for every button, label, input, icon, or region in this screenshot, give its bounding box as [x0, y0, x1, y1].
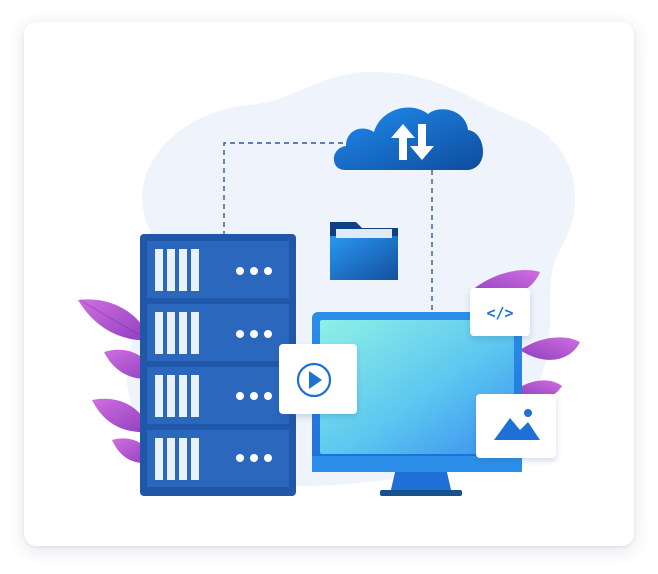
cloud-upload-download-icon: [333, 107, 484, 170]
play-icon: [296, 362, 332, 398]
code-card: [470, 288, 530, 336]
folder-icon: [330, 222, 398, 280]
server-unit: [147, 430, 289, 487]
image-card: [476, 394, 556, 458]
code-icon: </>: [486, 304, 513, 322]
play-card: [279, 344, 357, 414]
server-rack-icon: [140, 234, 296, 496]
monitor-icon: [312, 312, 522, 496]
dashed-connector-lines: [223, 142, 433, 312]
server-unit: [147, 367, 289, 424]
server-unit: [147, 241, 289, 298]
image-icon: [494, 409, 540, 440]
server-unit: [147, 304, 289, 361]
